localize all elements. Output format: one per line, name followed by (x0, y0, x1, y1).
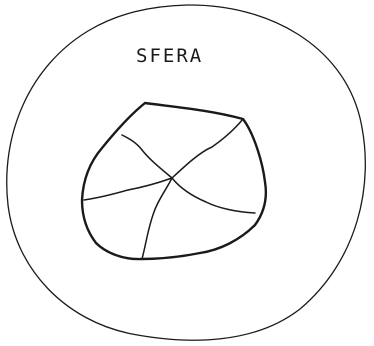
crack-line-4 (142, 178, 172, 259)
sphere-label: SFERA (136, 45, 203, 67)
crack-line-1 (122, 135, 172, 178)
crack-line-3 (172, 178, 255, 213)
crack-line-5 (84, 178, 172, 200)
crack-line-2 (172, 119, 243, 178)
